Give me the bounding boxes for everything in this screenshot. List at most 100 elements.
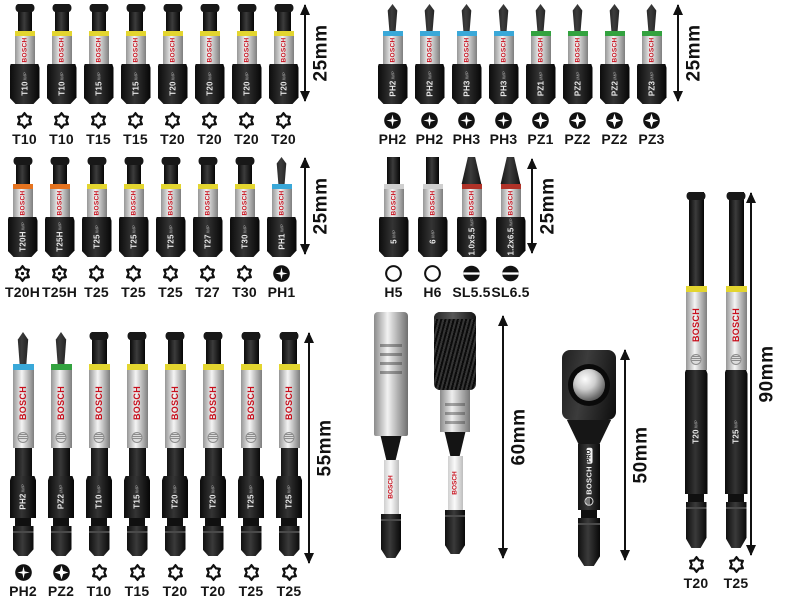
bit-body: PH1 IMP — [266, 217, 297, 257]
bit-tip — [15, 157, 30, 184]
torx-icon — [242, 563, 261, 582]
bosch-emblem-icon — [283, 432, 295, 443]
bosch-brand-text: BOSCH — [130, 190, 137, 216]
bit-tip — [165, 4, 180, 31]
bosch-sleeve: BOSCH — [197, 189, 218, 217]
bit-tip — [276, 4, 291, 31]
bit-holder-group: BOSCH BOSCH — [374, 312, 476, 558]
bosch-sleeve: BOSCH — [12, 189, 33, 217]
dimension-label: 50mm — [630, 426, 652, 484]
bit-size-label: T10 — [49, 131, 74, 147]
bosch-emblem-icon — [17, 432, 29, 443]
bit-body-suffix: IMP — [59, 72, 64, 81]
bit-body: PZ3 IMP — [636, 64, 667, 104]
bit-graphic: BOSCH T10 IMP — [9, 4, 40, 104]
bit-body-marking: T25 — [92, 234, 101, 249]
bit-graphic: BOSCH T20 IMP — [268, 4, 299, 104]
bosch-sleeve: BOSCH — [86, 189, 107, 217]
sl-icon — [501, 264, 520, 283]
bit-body-suffix: IMP — [469, 218, 474, 227]
ph-icon — [14, 563, 33, 582]
bit-tip — [424, 4, 435, 31]
bit-group-torx-25mm: BOSCH T10 IMP T10 BOSCH — [6, 4, 302, 147]
torx-icon — [128, 563, 147, 582]
bosch-brand-text: BOSCH — [389, 37, 396, 63]
bit-tip — [461, 157, 482, 184]
color-code-band — [271, 184, 292, 189]
dimension-label: 25mm — [310, 24, 332, 82]
dimension-arrow — [673, 4, 683, 102]
torsion-zone — [204, 448, 222, 476]
bit-item: BOSCH T10 IMP T10 — [80, 332, 118, 599]
color-code-band — [456, 31, 477, 36]
bosch-brand-text: BOSCH — [468, 190, 475, 216]
torsion-zone — [14, 448, 32, 476]
bosch-sleeve: BOSCH — [234, 189, 255, 217]
color-code-band — [160, 184, 181, 189]
bosch-brand-text: BOSCH — [731, 307, 741, 342]
bosch-sleeve: BOSCH — [422, 189, 443, 217]
bit-graphic: BOSCH T20 IMP — [231, 4, 262, 104]
bit-body-marking: PZ2 — [573, 80, 582, 97]
bit-item: BOSCH 1.0x5.5 IMP SL5.5 — [452, 157, 491, 300]
bit-size-label: T25 — [276, 583, 302, 599]
bit-body: 6 IMP — [417, 217, 448, 257]
sl-icon — [462, 264, 481, 283]
bit-item: BOSCH PH2 IMP PH2 — [4, 332, 42, 599]
bit-size-label: T27 — [195, 284, 220, 300]
bit-body-suffix: IMP — [464, 71, 469, 80]
color-code-band — [419, 31, 440, 36]
bit-neck — [243, 518, 259, 526]
pz-icon — [605, 111, 624, 130]
bosch-brand-text: BOSCH — [246, 385, 256, 420]
color-code-band — [14, 31, 35, 36]
bit-body-marking: T25 — [284, 494, 294, 509]
bit-body-marking: PH1 — [277, 233, 286, 250]
bosch-brand-text: BOSCH — [537, 37, 544, 63]
bit-size-label: SL6.5 — [491, 284, 530, 300]
bit-item: BOSCH PH2 IMP PH2 — [374, 4, 411, 147]
torx-icon — [727, 555, 746, 574]
bit-body-suffix: IMP — [538, 71, 543, 80]
color-code-band — [236, 31, 257, 36]
bit-item: BOSCH PZ2 IMP PZ2 — [559, 4, 596, 147]
pz-icon — [531, 111, 550, 130]
torxh-icon — [13, 264, 32, 283]
color-code-band — [162, 31, 183, 36]
bit-size-label: H5 — [384, 284, 403, 300]
color-code-band — [234, 184, 255, 189]
bit-body: T20 IMP — [194, 64, 225, 104]
color-code-band — [123, 184, 144, 189]
bit-item: BOSCH T25 IMP T25 — [78, 157, 115, 300]
color-code-band — [88, 31, 109, 36]
color-code-band — [725, 286, 747, 292]
color-code-band — [567, 31, 588, 36]
bit-neck — [129, 518, 145, 526]
adapter-neck — [581, 510, 597, 518]
bit-item: BOSCH T20 IMP T20 — [265, 4, 302, 147]
hex-icon — [423, 264, 442, 283]
bit-graphic: BOSCH 6 IMP — [417, 157, 448, 257]
bit-size-label: T25H — [41, 284, 78, 300]
dimension-25mm-ph-pz: 25mm — [673, 4, 706, 102]
dimension-60mm: 60mm — [498, 315, 531, 559]
color-code-band — [86, 184, 107, 189]
bit-graphic: BOSCH PH2 IMP — [10, 332, 36, 556]
bit-group-ph-pz-25mm: BOSCH PH2 IMP PH2 BOSCH — [374, 4, 670, 147]
bit-tip — [646, 4, 657, 31]
bit-graphic: BOSCH T25 IMP — [81, 157, 112, 257]
bosch-emblem-icon — [690, 354, 702, 365]
bosch-sleeve: BOSCH — [383, 189, 404, 217]
bit-body-marking: T20 — [691, 429, 701, 444]
bosch-brand-text: BOSCH — [56, 190, 63, 216]
bosch-brand-text: BOSCH — [170, 385, 180, 420]
hex-shank — [381, 514, 401, 558]
bit-item: BOSCH T20 IMP T20 — [676, 192, 716, 591]
pz-icon — [568, 111, 587, 130]
bit-body-suffix: IMP — [286, 485, 292, 494]
bit-body-marking: PH2 — [18, 493, 28, 510]
torsion-zone — [52, 448, 70, 476]
bit-tip — [17, 4, 32, 31]
dimension-25mm-torx: 25mm — [300, 4, 333, 102]
bit-item: BOSCH T20 IMP T20 — [154, 4, 191, 147]
